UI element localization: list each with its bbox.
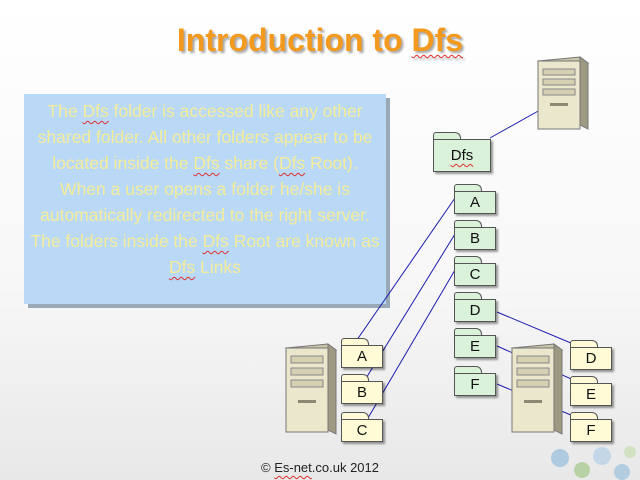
description-dfs-word: Dfs	[202, 231, 229, 251]
description-dfs-word: Dfs	[278, 153, 306, 173]
link-folder-label: A	[469, 194, 480, 211]
link-folder-label: E	[469, 338, 480, 355]
left-server-icon	[284, 343, 338, 435]
dfs-root-folder[interactable]: Dfs	[433, 132, 491, 172]
dfs-root-folder-label: Dfs	[450, 147, 474, 164]
line-d-to-right-d	[496, 311, 579, 347]
server-folder-label: A	[356, 348, 367, 365]
link-folder-a[interactable]: A	[454, 184, 496, 214]
description-fragment: Root are known as	[228, 231, 380, 251]
description-dfs-word: Dfs	[193, 153, 220, 173]
line-a-to-left-a	[349, 197, 456, 351]
title-prefix: Introduction to	[176, 22, 412, 58]
right-server-folder-d[interactable]: D	[570, 340, 612, 370]
server-folder-label: C	[356, 422, 368, 439]
right-server-icon	[510, 343, 564, 435]
description-text: The Dfs folder is accessed like any othe…	[30, 101, 379, 277]
title-dfs: Dfs	[411, 22, 464, 58]
description-fragment: Root). When a user opens a folder he/she…	[30, 153, 370, 251]
slide-title: Introduction to Dfs	[0, 22, 640, 59]
server-folder-label: B	[356, 384, 367, 401]
link-folder-label: D	[469, 302, 481, 319]
server-folder-label: F	[586, 422, 596, 439]
description-fragment: Links	[195, 257, 241, 277]
left-server-folder-c[interactable]: C	[341, 412, 383, 442]
link-folder-b[interactable]: B	[454, 220, 496, 250]
link-folder-f[interactable]: F	[454, 366, 496, 396]
copyright-footer: © Es-net.co.uk 2012	[261, 460, 379, 475]
link-folder-label: C	[469, 266, 481, 283]
description-dfs-word: Dfs	[169, 257, 196, 277]
link-folder-c[interactable]: C	[454, 256, 496, 286]
server-folder-label: E	[585, 386, 596, 403]
left-server-folder-b[interactable]: B	[341, 374, 383, 404]
decorative-circles	[551, 446, 636, 480]
link-folder-d[interactable]: D	[454, 292, 496, 322]
link-folder-label: F	[470, 376, 480, 393]
server-folder-label: D	[585, 350, 597, 367]
description-fragment: folder is accessed like any other shared…	[37, 101, 373, 173]
top-server-icon	[536, 56, 590, 130]
left-server-folder-a[interactable]: A	[341, 338, 383, 368]
right-server-folder-e[interactable]: E	[570, 376, 612, 406]
link-folder-label: B	[469, 230, 480, 247]
description-dfs-word: Dfs	[82, 101, 109, 121]
description-fragment: share (	[219, 153, 279, 173]
description-box: The Dfs folder is accessed like any othe…	[24, 94, 386, 304]
line-dfs-to-top-server	[489, 109, 541, 139]
link-folder-e[interactable]: E	[454, 328, 496, 358]
description-fragment: The	[47, 101, 83, 121]
footer-site: Es-net	[274, 460, 312, 475]
right-server-folder-f[interactable]: F	[570, 412, 612, 442]
